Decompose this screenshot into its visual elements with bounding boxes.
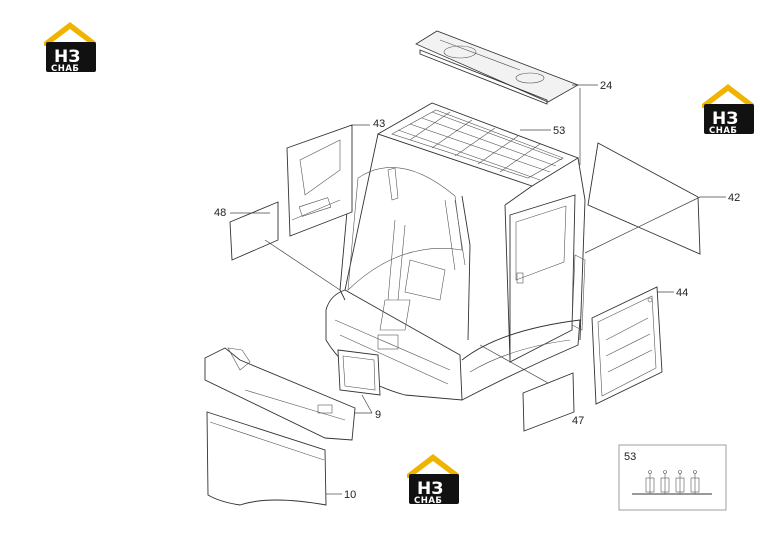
inset-label: 53 bbox=[624, 451, 636, 463]
logo-top-left: НЗ СНАБ bbox=[44, 22, 96, 74]
logo-subtitle: СНАБ bbox=[709, 126, 737, 136]
inset-53-box: 53 bbox=[618, 444, 727, 511]
logo-subtitle: СНАБ bbox=[414, 496, 442, 506]
part-44-door-panel bbox=[591, 286, 674, 405]
logo-top-right: НЗ СНАБ bbox=[702, 84, 754, 136]
logo-bottom-center: НЗ СНАБ bbox=[407, 454, 459, 506]
callout-47: 47 bbox=[572, 415, 584, 427]
part-47-lower-panel bbox=[479, 344, 575, 432]
cab-body bbox=[325, 102, 586, 401]
logo-mark: НЗ bbox=[54, 47, 80, 67]
part-48-glass-panel bbox=[229, 201, 341, 291]
callout-9: 9 bbox=[375, 409, 381, 421]
callout-44: 44 bbox=[676, 287, 688, 299]
callout-24: 24 bbox=[600, 80, 612, 92]
callout-10: 10 bbox=[344, 489, 356, 501]
logo-mark: НЗ bbox=[712, 109, 738, 129]
part-42-side-glass bbox=[584, 142, 726, 255]
callout-48: 48 bbox=[214, 207, 226, 219]
callout-43: 43 bbox=[373, 118, 385, 130]
part-43-side-window bbox=[286, 124, 370, 237]
callout-53: 53 bbox=[553, 125, 565, 137]
logo-subtitle: СНАБ bbox=[51, 64, 79, 74]
callout-42: 42 bbox=[728, 192, 740, 204]
part-10-lower-shield bbox=[206, 411, 342, 506]
logo-mark: НЗ bbox=[417, 479, 443, 499]
part-24-roof-panel bbox=[415, 30, 598, 165]
part-9-front-cover bbox=[204, 347, 381, 441]
